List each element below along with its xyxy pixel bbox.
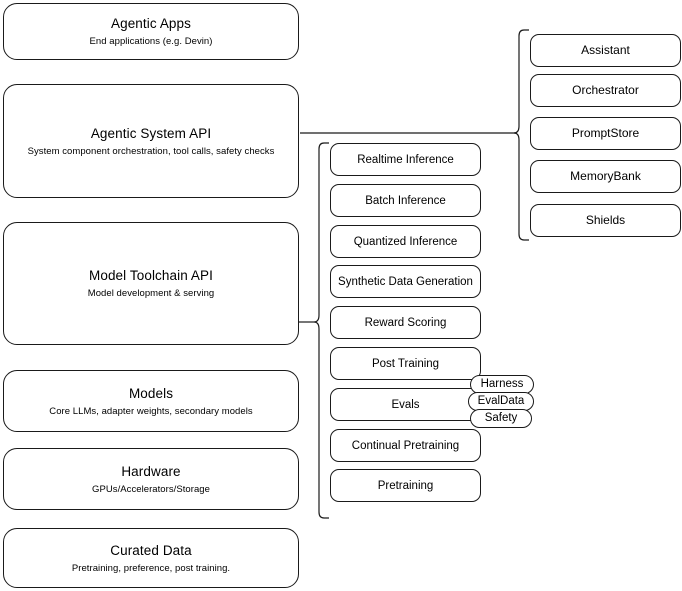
layer-title: Models — [128, 385, 174, 401]
layer-subtitle: Pretraining, preference, post training. — [71, 562, 231, 574]
capability-label: Synthetic Data Generation — [338, 275, 473, 288]
component-label: Orchestrator — [572, 83, 639, 97]
right-brace — [513, 29, 529, 241]
layer-subtitle: System component orchestration, tool cal… — [27, 145, 275, 157]
layer-subtitle: Core LLMs, adapter weights, secondary mo… — [49, 405, 253, 417]
capability-realtime-inference[interactable]: Realtime Inference — [330, 143, 481, 176]
capability-quantized-inference[interactable]: Quantized Inference — [330, 225, 481, 258]
layer-model-toolchain-api[interactable]: Model Toolchain API Model development & … — [3, 222, 299, 345]
layer-agentic-apps[interactable]: Agentic Apps End applications (e.g. Devi… — [3, 3, 299, 60]
component-shields[interactable]: Shields — [530, 204, 681, 237]
layer-title: Agentic System API — [90, 125, 212, 141]
layer-subtitle: Model development & serving — [87, 288, 215, 299]
middle-brace — [313, 142, 329, 519]
layer-agentic-system-api[interactable]: Agentic System API System component orch… — [3, 84, 299, 198]
capability-reward-scoring[interactable]: Reward Scoring — [330, 306, 481, 339]
capability-evals[interactable]: Evals — [330, 388, 481, 421]
component-orchestrator[interactable]: Orchestrator — [530, 74, 681, 107]
layer-subtitle: GPUs/Accelerators/Storage — [92, 483, 210, 495]
layer-title: Agentic Apps — [110, 16, 191, 31]
capability-synthetic-data-generation[interactable]: Synthetic Data Generation — [330, 265, 481, 298]
capability-label: Quantized Inference — [353, 235, 458, 248]
layer-subtitle: End applications (e.g. Devin) — [89, 36, 213, 47]
component-label: Assistant — [581, 43, 630, 57]
layer-title: Model Toolchain API — [89, 268, 213, 283]
capability-label: Continual Pretraining — [351, 439, 460, 452]
capability-label: Realtime Inference — [357, 153, 454, 166]
eval-pill-safety[interactable]: Safety — [470, 409, 532, 428]
layer-models[interactable]: Models Core LLMs, adapter weights, secon… — [3, 370, 299, 432]
capability-pretraining[interactable]: Pretraining — [330, 469, 481, 502]
capability-label: Batch Inference — [365, 194, 446, 207]
component-promptstore[interactable]: PromptStore — [530, 117, 681, 150]
component-label: PromptStore — [571, 126, 640, 140]
layer-curated-data[interactable]: Curated Data Pretraining, preference, po… — [3, 528, 299, 588]
capability-label: Evals — [391, 398, 420, 411]
component-label: Shields — [585, 213, 626, 227]
capability-label: Reward Scoring — [364, 316, 447, 329]
layer-hardware[interactable]: Hardware GPUs/Accelerators/Storage — [3, 448, 299, 510]
component-assistant[interactable]: Assistant — [530, 34, 681, 67]
capability-label: Pretraining — [377, 479, 434, 492]
component-label: MemoryBank — [570, 169, 641, 183]
capability-continual-pretraining[interactable]: Continual Pretraining — [330, 429, 481, 462]
capability-batch-inference[interactable]: Batch Inference — [330, 184, 481, 217]
component-memorybank[interactable]: MemoryBank — [530, 160, 681, 193]
layer-title: Curated Data — [110, 542, 192, 558]
capability-label: Post Training — [371, 357, 440, 370]
layer-title: Hardware — [121, 463, 181, 479]
capability-post-training[interactable]: Post Training — [330, 347, 481, 380]
